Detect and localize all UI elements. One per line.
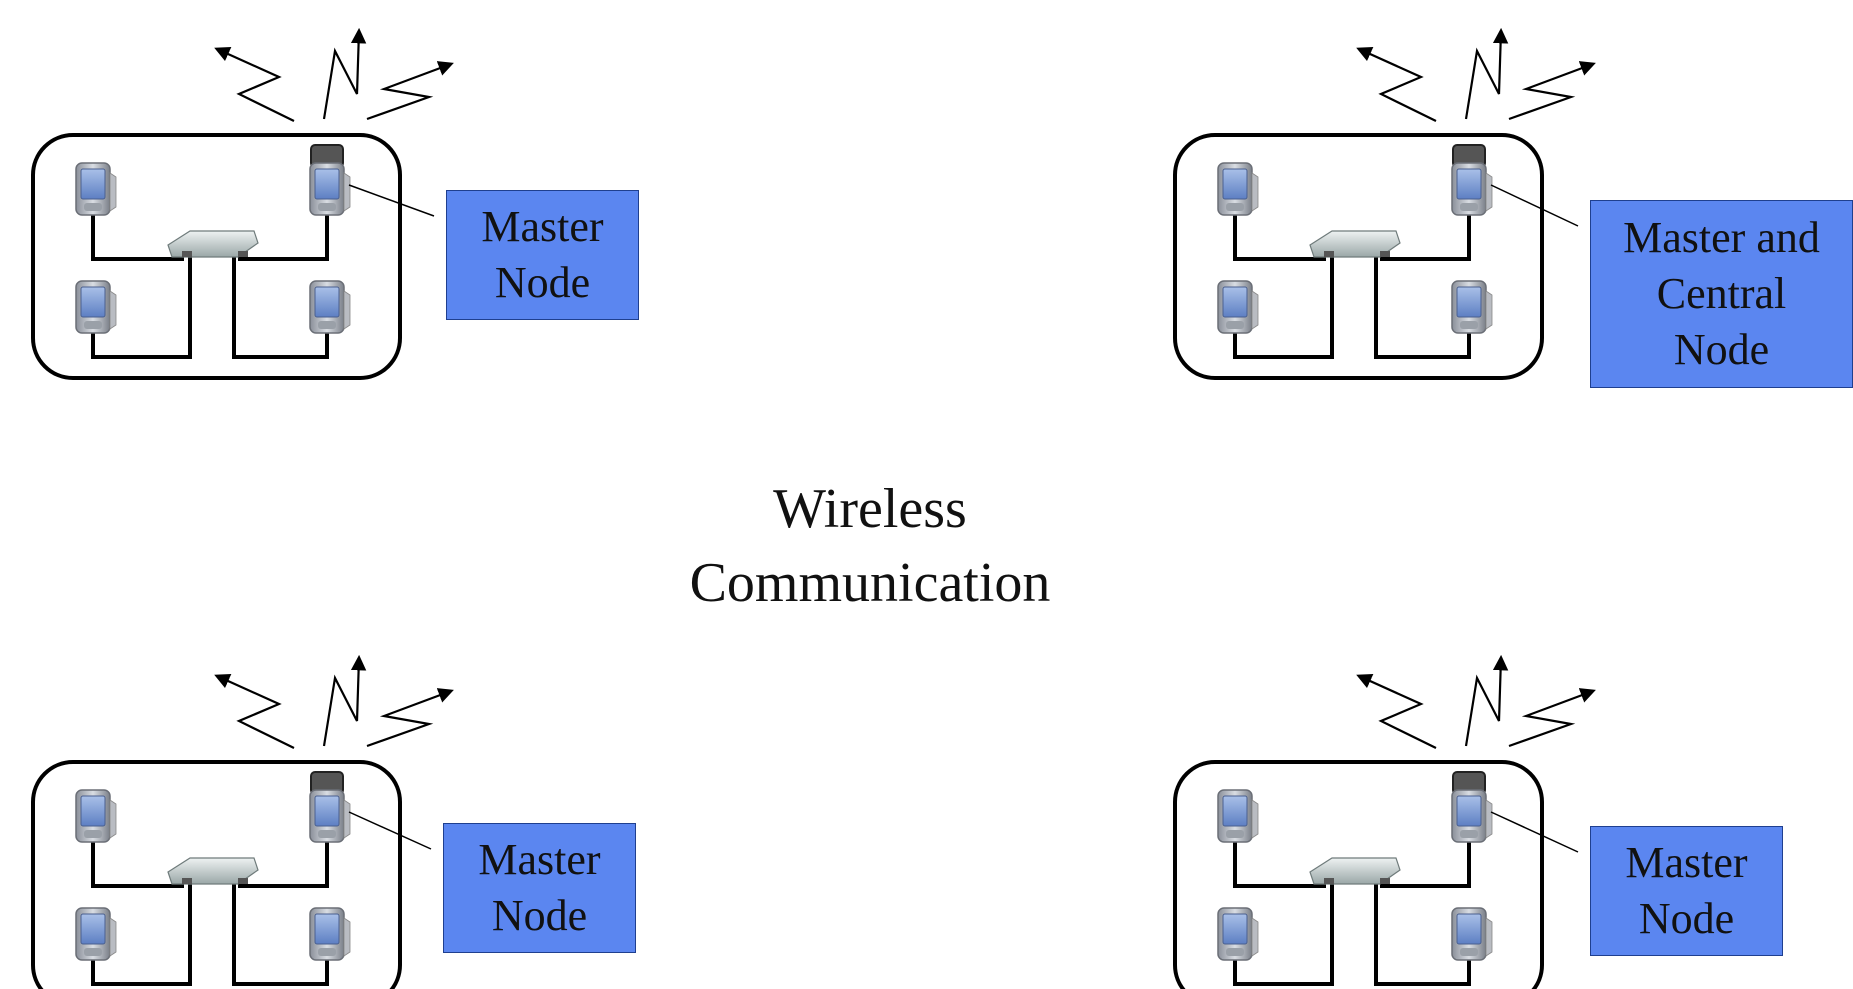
cluster-frame	[1173, 760, 1544, 989]
handheld-device-icon	[75, 280, 117, 334]
wireless-signal-icon	[214, 654, 454, 749]
label-line: Master	[481, 202, 604, 251]
handheld-device-icon	[75, 907, 117, 961]
label-line: Master	[1625, 838, 1748, 887]
network-cluster	[1173, 654, 1596, 989]
handheld-device-icon	[309, 907, 351, 961]
cluster-frame	[31, 133, 402, 380]
handheld-device-icon	[75, 162, 117, 216]
cluster-frame	[1173, 133, 1544, 380]
callout-line	[1490, 184, 1579, 227]
network-cluster	[31, 654, 454, 989]
handheld-device-icon	[1217, 162, 1259, 216]
callout-line	[348, 184, 435, 217]
network-hub-icon	[1309, 857, 1401, 885]
label-line: Master	[478, 835, 601, 884]
label-line: Node	[494, 258, 591, 307]
handheld-device-icon	[1451, 771, 1493, 843]
handheld-device-icon	[309, 144, 351, 216]
handheld-device-icon	[1451, 907, 1493, 961]
handheld-device-icon	[1217, 280, 1259, 334]
network-cluster	[31, 27, 454, 380]
callout-line	[348, 811, 432, 850]
handheld-device-icon	[75, 789, 117, 843]
center-label-line1: Wireless	[773, 478, 967, 540]
wireless-signal-icon	[1356, 27, 1596, 122]
handheld-device-icon	[309, 771, 351, 843]
handheld-device-icon	[1451, 280, 1493, 334]
label-line: Node	[491, 891, 588, 940]
cluster-frame	[31, 760, 402, 989]
network-hub-icon	[167, 857, 259, 885]
handheld-device-icon	[1217, 907, 1259, 961]
handheld-device-icon	[309, 280, 351, 334]
label-line: Central	[1656, 269, 1787, 318]
network-hub-icon	[167, 230, 259, 258]
center-label-line2: Communication	[689, 552, 1051, 614]
wireless-signal-icon	[1356, 654, 1596, 749]
wireless-signal-icon	[214, 27, 454, 122]
callout-line	[1490, 811, 1579, 853]
wireless-communication-label: Wireless Communication	[560, 472, 1180, 620]
label-line: Node	[1673, 325, 1770, 374]
network-cluster	[1173, 27, 1596, 380]
handheld-device-icon	[1217, 789, 1259, 843]
label-line: Master and	[1623, 213, 1820, 262]
label-line: Node	[1638, 894, 1735, 943]
network-hub-icon	[1309, 230, 1401, 258]
handheld-device-icon	[1451, 144, 1493, 216]
